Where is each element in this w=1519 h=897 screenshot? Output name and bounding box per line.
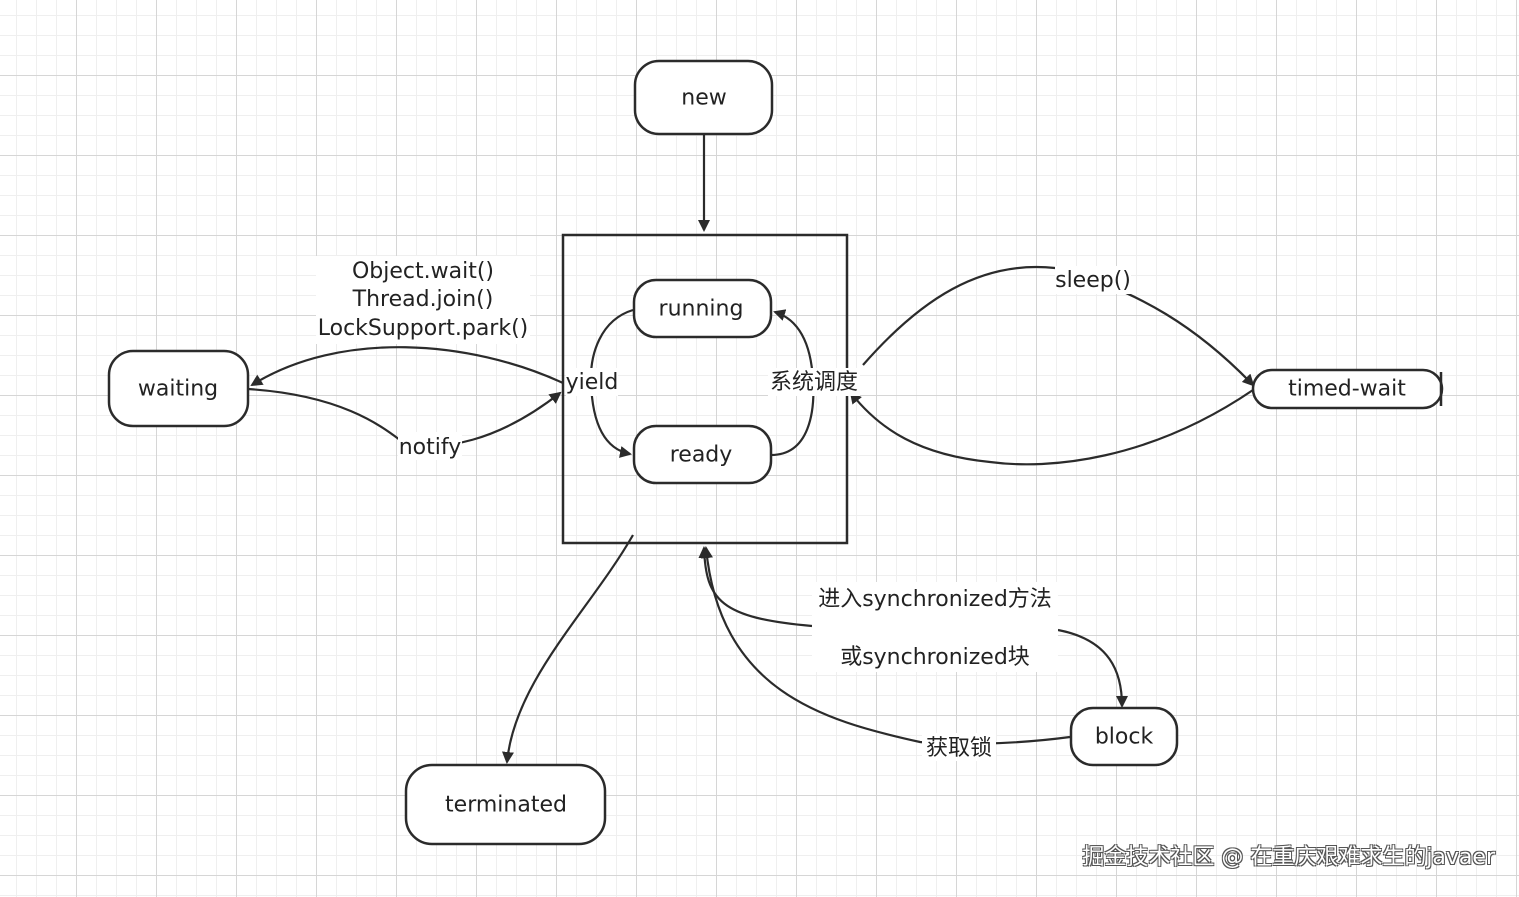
label-yield-text: yield [566, 370, 619, 395]
label-acquire-lock: 获取锁 [922, 733, 996, 761]
edge-runnable-to-terminated [502, 534, 634, 764]
label-object-wait: Object.wait() [352, 259, 494, 284]
label-sleep: sleep() [1055, 266, 1131, 294]
label-sleep-text: sleep() [1055, 268, 1131, 293]
node-ready: ready [632, 424, 773, 485]
label-schedule: 系统调度 [768, 368, 860, 396]
watermark: 掘金技术社区 @ 在重庆艰难求生的javaer [1082, 845, 1495, 870]
node-new: new [633, 59, 774, 136]
node-terminated: terminated [404, 763, 607, 846]
node-terminated-label: terminated [445, 793, 567, 818]
label-enter-sync-line2: 或synchronized块 [840, 645, 1030, 670]
edge-sync-to-block [1057, 628, 1128, 708]
label-schedule-text: 系统调度 [770, 370, 858, 395]
label-enter-sync-line1: 进入synchronized方法 [818, 587, 1052, 612]
node-new-label: new [681, 86, 726, 111]
node-ready-label: ready [670, 443, 733, 468]
label-enter-sync: 进入synchronized方法 或synchronized块 [812, 582, 1058, 672]
label-waiting-calls: Object.wait() Thread.join() LockSupport.… [316, 256, 530, 344]
node-timed-wait: timed-wait [1251, 368, 1444, 410]
edge-runnable-to-waiting [250, 346, 564, 387]
label-thread-join: Thread.join() [352, 287, 494, 312]
label-notify: notify [398, 432, 462, 460]
node-waiting: waiting [107, 349, 250, 428]
node-running: running [632, 278, 773, 339]
label-locksupport-park: LockSupport.park() [318, 316, 529, 341]
node-running-label: running [659, 297, 744, 322]
label-yield: yield [566, 368, 619, 396]
node-block: block [1069, 706, 1179, 767]
label-acquire-lock-text: 获取锁 [926, 736, 992, 761]
edge-block-to-runnable [701, 546, 1071, 745]
node-waiting-label: waiting [138, 377, 218, 402]
edge-sync-to-runnable [698, 546, 813, 628]
edge-timed-wait-to-runnable [849, 389, 1254, 466]
node-block-label: block [1095, 725, 1154, 750]
node-timed-wait-label: timed-wait [1288, 377, 1406, 402]
label-notify-text: notify [399, 435, 462, 460]
